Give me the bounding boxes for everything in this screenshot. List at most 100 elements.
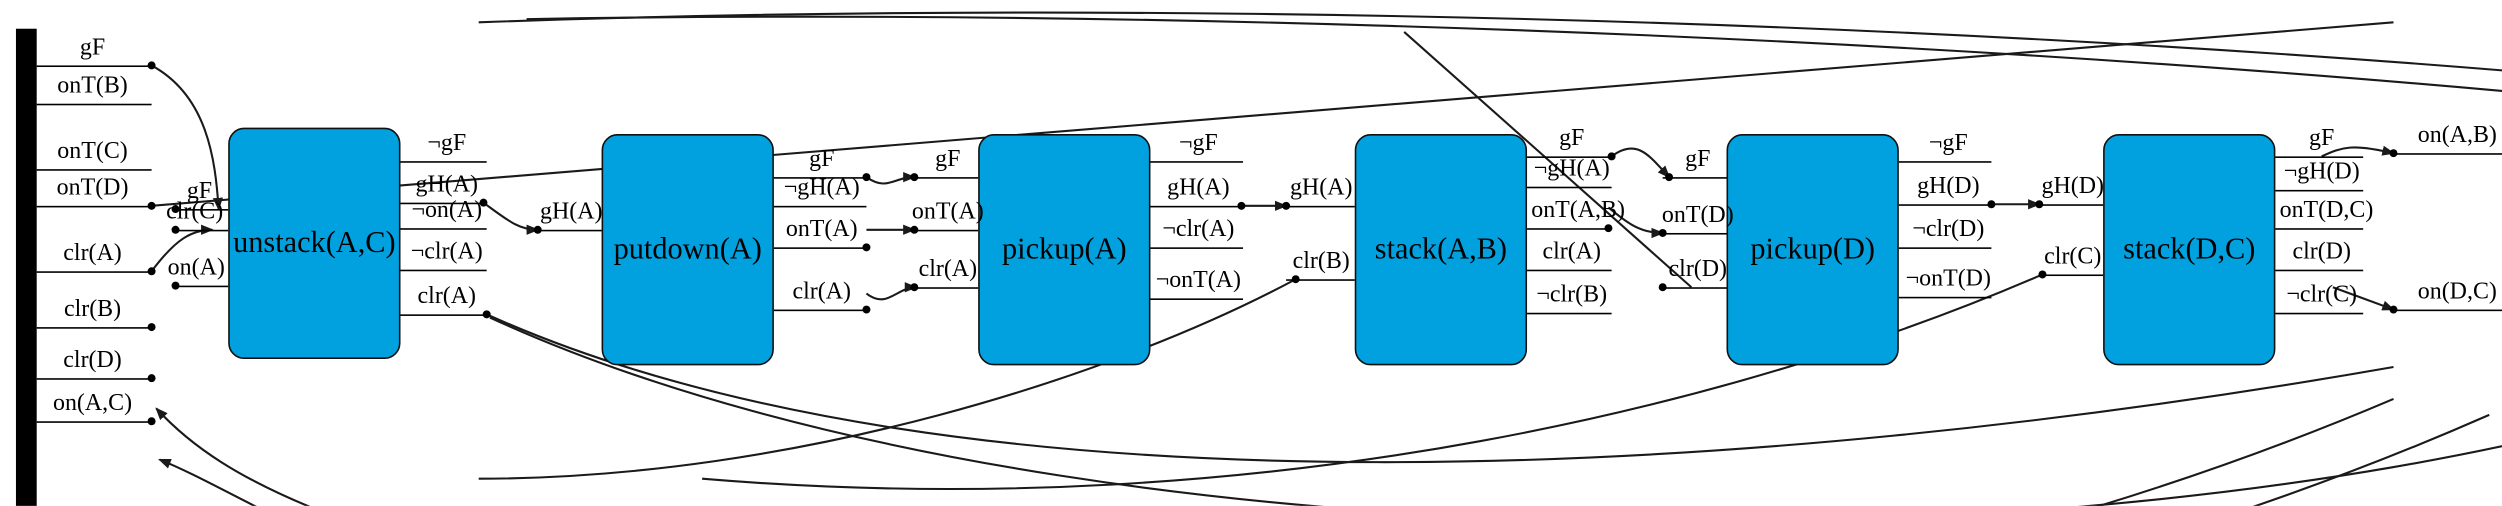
- input-line: [914, 177, 979, 179]
- initial-port-label: onT(D): [56, 175, 129, 202]
- input-line: [1662, 232, 1727, 235]
- output-line: [2275, 269, 2364, 272]
- output-label: ¬gF: [1178, 130, 1218, 157]
- output-dot: [482, 310, 491, 319]
- output-line: [1150, 205, 1244, 208]
- action-box-stack-ab[interactable]: stack(A,B): [1354, 134, 1528, 366]
- input-line: [175, 285, 229, 288]
- initial-port-line: [36, 205, 152, 208]
- output-line: [773, 177, 867, 179]
- input-label: gF: [935, 146, 961, 173]
- initial-port-label: onT(C): [57, 138, 128, 165]
- input-label: onT(A): [911, 199, 984, 225]
- initial-port-dot: [147, 61, 156, 70]
- output-label: gH(A): [1167, 175, 1230, 202]
- initial-port-label: onT(B): [57, 73, 128, 99]
- input-dot: [1665, 173, 1674, 182]
- input-line: [914, 229, 979, 232]
- initial-port-dot: [147, 267, 156, 276]
- output-line: [400, 161, 487, 163]
- output-label: ¬clr(C): [2286, 282, 2358, 308]
- output-line: [1527, 269, 1612, 272]
- initial-port-label: clr(D): [63, 347, 122, 374]
- input-line: [2039, 204, 2104, 206]
- input-dot: [2038, 270, 2047, 279]
- input-dot: [1282, 201, 1291, 210]
- input-dot: [171, 225, 180, 234]
- input-dot: [1658, 228, 1667, 237]
- input-line: [1662, 177, 1727, 179]
- action-label: putdown(A): [613, 232, 762, 266]
- input-dot: [1658, 283, 1667, 292]
- input-label: gF: [186, 178, 213, 205]
- input-line: [175, 209, 229, 211]
- input-dot: [910, 173, 919, 182]
- output-dot: [862, 305, 871, 314]
- output-dot: [1607, 152, 1616, 161]
- output-line: [400, 269, 487, 272]
- output-label: clr(D): [2292, 239, 2351, 265]
- output-label: ¬clr(A): [1162, 217, 1235, 243]
- input-dot: [171, 205, 180, 214]
- output-label: ¬clr(A): [410, 239, 483, 265]
- output-line: [1150, 247, 1244, 249]
- output-line: [400, 314, 487, 316]
- output-line: [2275, 156, 2364, 158]
- output-dot: [1604, 224, 1613, 233]
- output-label: gF: [1559, 126, 1585, 152]
- output-label: clr(A): [1542, 239, 1601, 265]
- output-line: [1150, 298, 1244, 300]
- output-label: gH(D): [1917, 173, 1980, 200]
- action-label: pickup(D): [1750, 232, 1875, 266]
- input-dot: [910, 283, 919, 292]
- initial-port-line: [36, 378, 152, 380]
- output-line: [1150, 161, 1244, 163]
- output-line: [1898, 204, 1992, 206]
- output-label: onT(D,C): [2279, 197, 2374, 224]
- initial-port-dot: [147, 323, 156, 332]
- output-line: [2275, 312, 2364, 315]
- output-line: [1527, 228, 1612, 230]
- output-dot: [862, 243, 871, 252]
- goal-port-label: on(D,C): [2417, 279, 2497, 305]
- input-dot: [2035, 200, 2044, 209]
- output-label: ¬gH(A): [783, 175, 860, 202]
- output-label: gF: [2309, 126, 2335, 152]
- input-label: clr(D): [1668, 256, 1728, 283]
- input-label: gF: [1685, 146, 1711, 173]
- initial-port-dot: [147, 374, 156, 383]
- input-line: [175, 229, 229, 232]
- action-label: stack(D,C): [2123, 232, 2256, 266]
- initial-port-line: [36, 103, 152, 106]
- goal-port-line: [2393, 309, 2502, 312]
- input-dot: [910, 225, 919, 234]
- goal-port-dot: [2389, 305, 2398, 314]
- initial-port-line: [36, 421, 152, 423]
- output-label: ¬gH(A): [1533, 156, 1610, 182]
- action-box-stack-dc[interactable]: stack(D,C): [2103, 134, 2276, 366]
- goal-port-line: [2393, 153, 2502, 155]
- output-label: onT(A): [785, 217, 858, 243]
- action-box-unstack[interactable]: unstack(A,C): [228, 127, 401, 360]
- input-line: [2039, 274, 2104, 277]
- output-label: gF: [809, 146, 835, 173]
- initial-port-label: gF: [79, 35, 106, 61]
- input-label: clr(C): [166, 199, 224, 225]
- output-line: [1898, 296, 1992, 299]
- initial-port-label: clr(B): [63, 296, 122, 323]
- action-box-pickup-d[interactable]: pickup(D): [1726, 134, 1899, 366]
- input-line: [1286, 205, 1355, 208]
- input-label: clr(B): [1292, 248, 1350, 275]
- input-label: clr(C): [2044, 244, 2102, 270]
- input-label: gH(A): [1289, 175, 1353, 202]
- initial-port-dot: [147, 201, 156, 210]
- output-label: ¬onT(A): [1155, 268, 1241, 294]
- action-box-pickup-a[interactable]: pickup(A): [978, 134, 1151, 366]
- output-dot: [479, 198, 488, 207]
- action-label: pickup(A): [1002, 232, 1127, 266]
- initial-state-rail: [15, 28, 37, 506]
- action-box-putdown[interactable]: putdown(A): [601, 134, 774, 366]
- output-label: ¬gH(D): [2283, 159, 2360, 186]
- output-line: [400, 228, 487, 230]
